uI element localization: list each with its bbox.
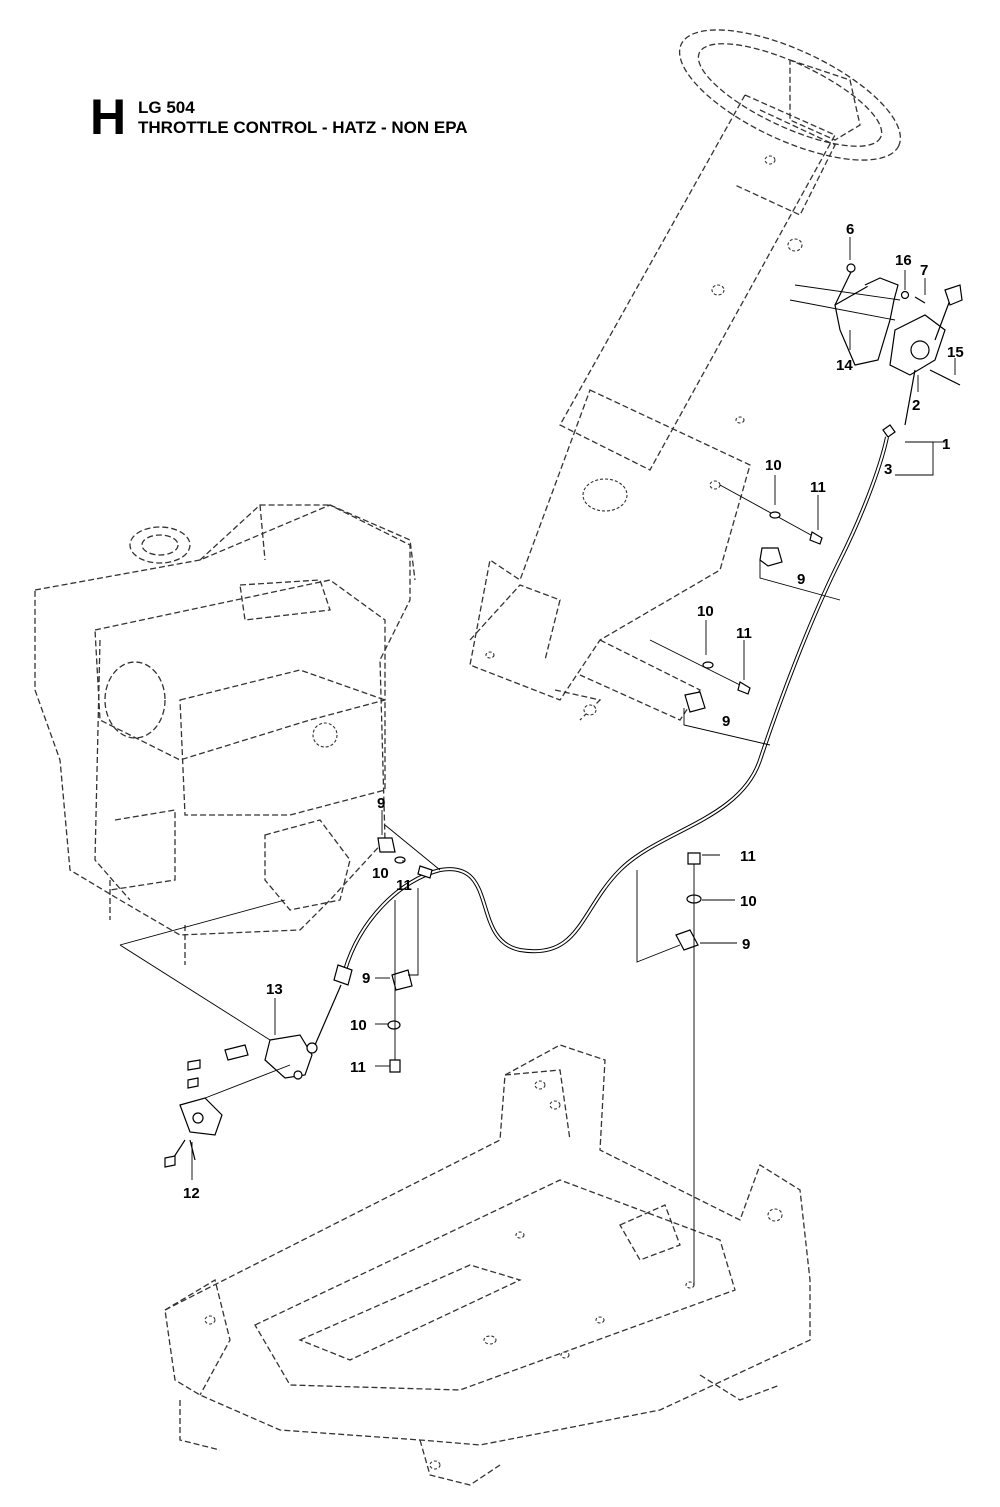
model-name: LG 504 [138,98,195,117]
engine-outline [34,504,416,965]
fasteners [119,484,841,1285]
callout-6: 6 [846,221,854,238]
callout-11: 11 [740,848,756,865]
callout-15: 15 [947,344,964,361]
callout-11: 11 [736,625,752,642]
callout-11: 11 [810,479,826,496]
callout-10: 10 [740,893,757,910]
callout-11: 11 [350,1059,366,1076]
callout-9: 9 [797,571,805,588]
callout-1: 1 [942,436,950,453]
callout-7: 7 [920,262,928,279]
callout-16: 16 [895,252,912,269]
callout-14: 14 [836,357,853,374]
chassis-outline [164,1044,811,1486]
callout-13: 13 [266,981,283,998]
callout-11: 11 [396,877,412,894]
diagram-title: THROTTLE CONTROL - HATZ - NON EPA [138,118,468,137]
callout-9: 9 [377,795,385,812]
callout-3: 3 [884,461,892,478]
leader-lines [191,237,956,1180]
throttle-lever-assembly [789,263,963,386]
callout-10: 10 [697,603,714,620]
callout-10: 10 [350,1017,367,1034]
throttle-cable [314,369,916,1046]
callout-12: 12 [183,1185,200,1202]
callout-9: 9 [742,936,750,953]
callout-10: 10 [372,865,389,882]
callout-10: 10 [765,457,782,474]
callout-9: 9 [722,713,730,730]
section-letter: H [90,89,127,145]
callout-2: 2 [912,397,920,414]
callout-9: 9 [362,970,370,987]
callout-labels: 1 2 3 6 7 16 15 14 10 11 9 10 11 9 9 10 … [183,221,964,1202]
